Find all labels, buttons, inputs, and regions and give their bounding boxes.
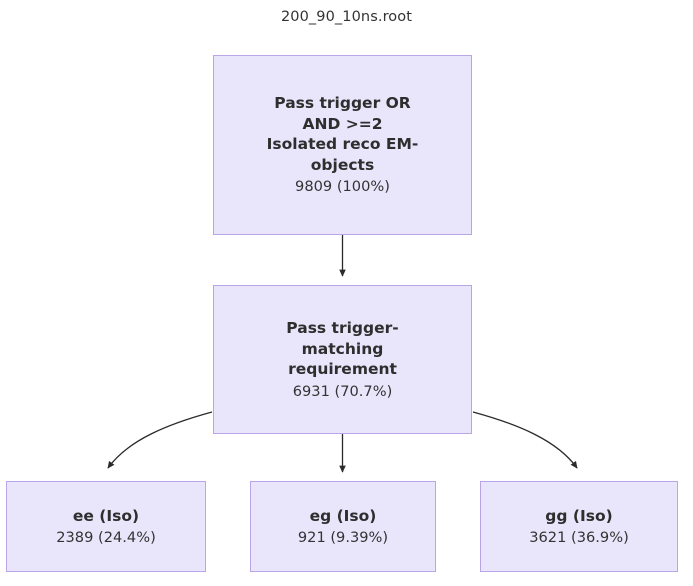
node-count: 9809 (100%) [295,178,390,196]
page-title: 200_90_10ns.root [280,9,413,25]
node-label: eg (Iso) [309,506,377,525]
node-label: Pass trigger- matching requirement [286,319,399,379]
node-eg-iso[interactable]: eg (Iso) 921 (9.39%) [250,481,436,572]
node-count: 2389 (24.4%) [56,529,156,547]
edge-match-to-gg [472,411,578,469]
node-count: 6931 (70.7%) [292,382,393,400]
node-pass-trigger-or[interactable]: Pass trigger OR AND >=2 Isolated reco EM… [213,55,472,235]
node-count: 3621 (36.9%) [529,529,629,547]
edge-match-to-ee [107,411,213,469]
node-ee-iso[interactable]: ee (Iso) 2389 (24.4%) [6,481,206,572]
node-label: Pass trigger OR AND >=2 Isolated reco EM… [266,94,419,174]
node-label: gg (Iso) [545,506,613,525]
node-gg-iso[interactable]: gg (Iso) 3621 (36.9%) [480,481,678,572]
node-label: ee (Iso) [72,506,140,525]
node-pass-trigger-matching[interactable]: Pass trigger- matching requirement 6931 … [213,285,472,434]
node-count: 921 (9.39%) [297,529,389,547]
